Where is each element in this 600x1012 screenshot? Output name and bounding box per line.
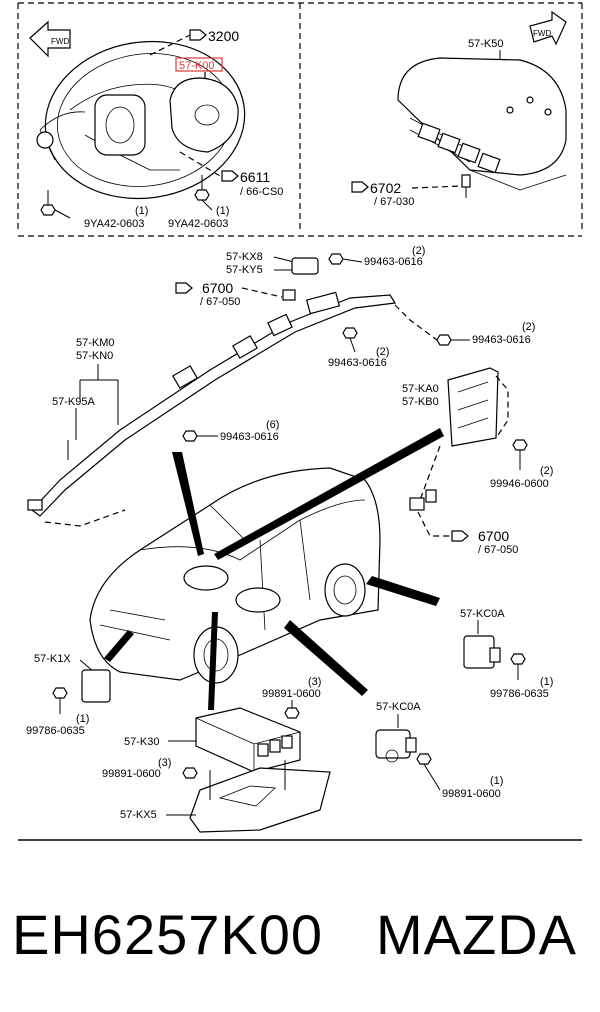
highlighted-part-label: 57-K00 (179, 60, 214, 72)
ref-3200: 3200 (189, 28, 239, 44)
label-nut-side-qty: (2) (540, 465, 553, 477)
airbag-control-unit (195, 707, 301, 773)
label-kx8: 57-KX8 (226, 251, 263, 263)
label-bolt-k1x: 99786-0635 (26, 725, 85, 737)
label-ref-6700-bot-sub: / 67-050 (478, 544, 518, 556)
label-kc0a-1: 57-KC0A (460, 608, 505, 620)
label-kb0: 57-KB0 (402, 396, 439, 408)
bolt-right-label: 9YA42-0603 (168, 218, 228, 230)
bolt-left-icon (40, 190, 56, 216)
ref-6700-top: 6700 / 67-050 (175, 280, 240, 308)
bolt-k1x-icon (52, 687, 68, 714)
label-fwd: FWD (533, 29, 551, 38)
side-connector-icon (409, 489, 437, 511)
part-number-caption: EH6257K00 (12, 903, 324, 966)
label-nut-kc0a-2: 99891-0600 (442, 788, 501, 800)
bolt-right-icon (194, 175, 210, 201)
label-ref-6702: 6702 (370, 180, 401, 196)
nut-side-icon (512, 439, 528, 451)
label-k1x: 57-K1X (34, 653, 71, 665)
ref-6700-bot: 6700 / 67-050 (451, 528, 518, 556)
caption-bar: EH6257K00 MAZDA (0, 890, 600, 980)
label-nut-side: 99946-0600 (490, 478, 549, 490)
label-bolt-top-qty: (2) (412, 245, 425, 257)
label-bolt-kc0a-1-qty: (1) (540, 676, 553, 688)
label-k95a: 57-K95A (52, 396, 95, 408)
airbag-parts-diagram: FWD 3200 57-K00 6611 (17, 2, 583, 841)
mounting-bracket (189, 760, 331, 833)
label-k30: 57-K30 (124, 736, 159, 748)
label-bolt-right: 99463-0616 (472, 334, 531, 346)
ref-3200-text: 3200 (208, 28, 239, 44)
label-bolt-right-qty: (2) (522, 321, 535, 333)
highlight-box (175, 57, 223, 72)
bolt-left-qty: (1) (135, 205, 148, 217)
label-nut-k30-top-qty: (3) (308, 676, 321, 688)
label-bolt-k1x-qty: (1) (76, 713, 89, 725)
ref-6611-text: 6611 (240, 169, 270, 185)
label-kx5: 57-KX5 (120, 809, 157, 821)
side-airbag-module (447, 367, 499, 447)
label-ref-6700-bot: 6700 (478, 528, 509, 544)
passenger-airbag-module (397, 57, 567, 191)
bolt-kc0a-1-icon (510, 653, 526, 680)
main-assembly-panel: 57-KX8 57-KY5 (2) 99463-0616 6700 / 67-0… (26, 245, 553, 833)
pointer-wedges (104, 428, 444, 710)
ref-6611: 6611 / 66-CS0 (221, 169, 283, 198)
label-ka0: 57-KA0 (402, 383, 439, 395)
label-ref-6700-top: 6700 (202, 280, 233, 296)
brand-caption: MAZDA (376, 903, 577, 966)
impact-sensor-k1x (81, 669, 111, 703)
impact-sensor-2 (375, 729, 417, 763)
label-nut-k30-top: 99891-0600 (262, 688, 321, 700)
driver-airbag-module (169, 77, 239, 153)
impact-sensor-1 (463, 635, 501, 669)
bolt-right-qty: (1) (216, 205, 229, 217)
connector-icon (461, 174, 471, 198)
bolt-top-icon (328, 253, 344, 265)
label-km0: 57-KM0 (76, 337, 115, 349)
fwd-label: FWD (51, 37, 69, 46)
bolt-right-icon (436, 334, 452, 346)
label-bolt-mid-qty: (2) (376, 346, 389, 358)
bolt-mid-icon (342, 327, 358, 339)
curtain-airbag (27, 291, 397, 527)
fwd-arrow-icon: FWD (29, 20, 71, 58)
label-kc0a-2: 57-KC0A (376, 701, 421, 713)
label-ref-6700-top-sub: / 67-050 (200, 296, 240, 308)
label-bolt-mid: 99463-0616 (328, 357, 387, 369)
bolt-curtain-icon (182, 430, 198, 442)
label-nut-k30-left: 99891-0600 (102, 768, 161, 780)
label-bolt-kc0a-1: 99786-0635 (490, 688, 549, 700)
label-nut-kc0a-2-qty: (1) (490, 775, 503, 787)
label-bolt-curtain-qty: (6) (266, 419, 279, 431)
ref-6611-sub: / 66-CS0 (240, 186, 283, 198)
label-bolt-top: 99463-0616 (364, 256, 423, 268)
label-bolt-curtain: 99463-0616 (220, 431, 279, 443)
part-57-k50: 57-K50 (468, 38, 503, 50)
fwd-arrow-icon: FWD (529, 10, 567, 46)
label-ref-6702-sub: / 67-030 (374, 196, 414, 208)
label-kn0: 57-KN0 (76, 350, 113, 362)
label-nut-k30-left-qty: (3) (158, 757, 171, 769)
nut-k30-left-icon (182, 767, 198, 779)
diagram-frame (17, 2, 583, 841)
label-ky5: 57-KY5 (226, 264, 263, 276)
nut-k30-top-icon (284, 700, 300, 719)
passenger-airbag-panel: FWD 57-K50 6702 / 67-030 (351, 10, 567, 208)
steering-wheel-panel: FWD 3200 57-K00 6611 (29, 20, 283, 230)
vehicle-drawing (89, 467, 381, 684)
ref-6702: 6702 / 67-030 (351, 180, 414, 208)
nut-kc0a-2-icon (416, 753, 432, 765)
bolt-left-label: 9YA42-0603 (84, 218, 144, 230)
